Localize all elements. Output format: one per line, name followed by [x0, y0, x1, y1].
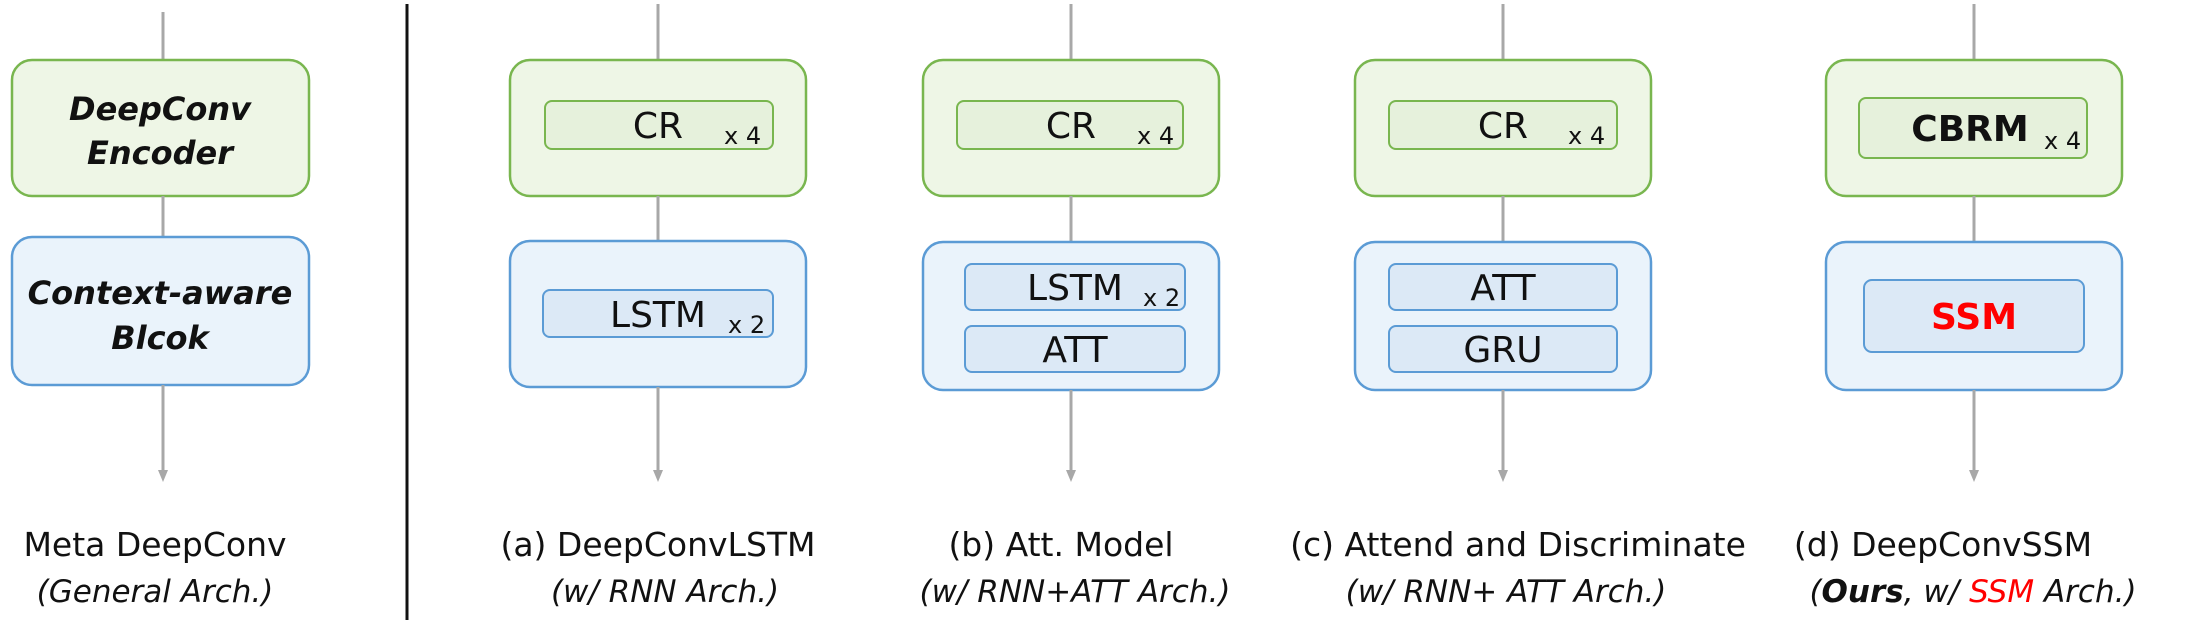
panel-b-context-module-1 — [964, 263, 1186, 311]
meta-encoder-line2: Encoder — [87, 134, 235, 172]
panel-d-sub-mid: , w/ — [1904, 574, 1969, 610]
panel-c-encoder-label: CR — [1478, 106, 1528, 147]
panel-a-context-mult: x 2 — [728, 311, 765, 339]
panel-c-context-module-1 — [1388, 263, 1618, 311]
meta-caption: Meta DeepConv — [23, 525, 286, 564]
panel-b-context-label-2: ATT — [1042, 330, 1108, 371]
panel-b: CR x 4 LSTM x 2 ATT (b) Att. Model (w/ R… — [920, 4, 1231, 610]
panel-b-context-label-1: LSTM — [1027, 268, 1123, 309]
panel-a-context-module — [542, 289, 774, 338]
meta-subcaption: (General Arch.) — [37, 574, 274, 610]
panel-a-encoder-label: CR — [633, 106, 683, 147]
panel-d-encoder-label: CBRM — [1911, 109, 2028, 150]
panel-d-context-label: SSM — [1931, 297, 2017, 338]
meta-encoder-line1: DeepConv — [69, 90, 252, 128]
panel-d-subcaption: (Ours, w/ SSM Arch.) — [1809, 574, 2136, 610]
panel-d-sub-ours: Ours — [1822, 574, 1904, 610]
panel-b-caption: (b) Att. Model — [948, 525, 1173, 564]
panel-b-context-module-2 — [964, 325, 1186, 373]
panel-a-subcaption: (w/ RNN Arch.) — [551, 574, 779, 610]
meta-context-block — [10, 235, 311, 387]
panel-c: CR x 4 ATT GRU (c) Attend and Discrimina… — [1290, 4, 1746, 610]
panel-c-context-label-1: ATT — [1470, 268, 1536, 309]
panel-d-context-module — [1863, 279, 2085, 353]
panel-c-caption: (c) Attend and Discriminate — [1290, 525, 1746, 564]
panel-a: CR x 4 LSTM x 2 (a) DeepConvLSTM (w/ RNN… — [500, 4, 816, 610]
panel-c-context-label-2: GRU — [1463, 330, 1542, 371]
panel-d-sub-end: Arch.) — [2034, 574, 2136, 610]
panel-c-context-module-2 — [1388, 325, 1618, 373]
panel-d-sub-open: ( — [1809, 574, 1823, 610]
panel-b-subcaption: (w/ RNN+ATT Arch.) — [920, 574, 1231, 610]
panel-a-context-label: LSTM — [610, 295, 706, 336]
meta-context-line1: Context-aware — [28, 274, 293, 312]
panel-b-encoder-label: CR — [1046, 106, 1096, 147]
panel-b-encoder-module — [956, 100, 1184, 150]
panel-c-subcaption: (w/ RNN+ ATT Arch.) — [1346, 574, 1667, 610]
panel-c-encoder-module — [1388, 100, 1618, 150]
panel-d-encoder-module — [1858, 97, 2088, 159]
panel-a-encoder-module — [544, 100, 774, 150]
panel-b-context-mult-1: x 2 — [1143, 284, 1180, 312]
meta-panel: DeepConv Encoder Context-aware Blcok Met… — [10, 12, 311, 610]
panel-d-caption: (d) DeepConvSSM — [1794, 525, 2092, 564]
meta-encoder-block — [10, 58, 311, 198]
panel-a-encoder-mult: x 4 — [724, 122, 761, 150]
panel-a-caption: (a) DeepConvLSTM — [500, 525, 815, 564]
panel-b-encoder-mult: x 4 — [1137, 122, 1174, 150]
panel-d: CBRM x 4 SSM (d) DeepConvSSM (Ours, w/ S… — [1794, 4, 2137, 610]
meta-context-line2: Blcok — [111, 319, 210, 357]
panel-d-encoder-mult: x 4 — [2044, 127, 2081, 155]
panel-d-sub-ssm: SSM — [1969, 574, 2034, 610]
panel-c-encoder-mult: x 4 — [1568, 122, 1605, 150]
